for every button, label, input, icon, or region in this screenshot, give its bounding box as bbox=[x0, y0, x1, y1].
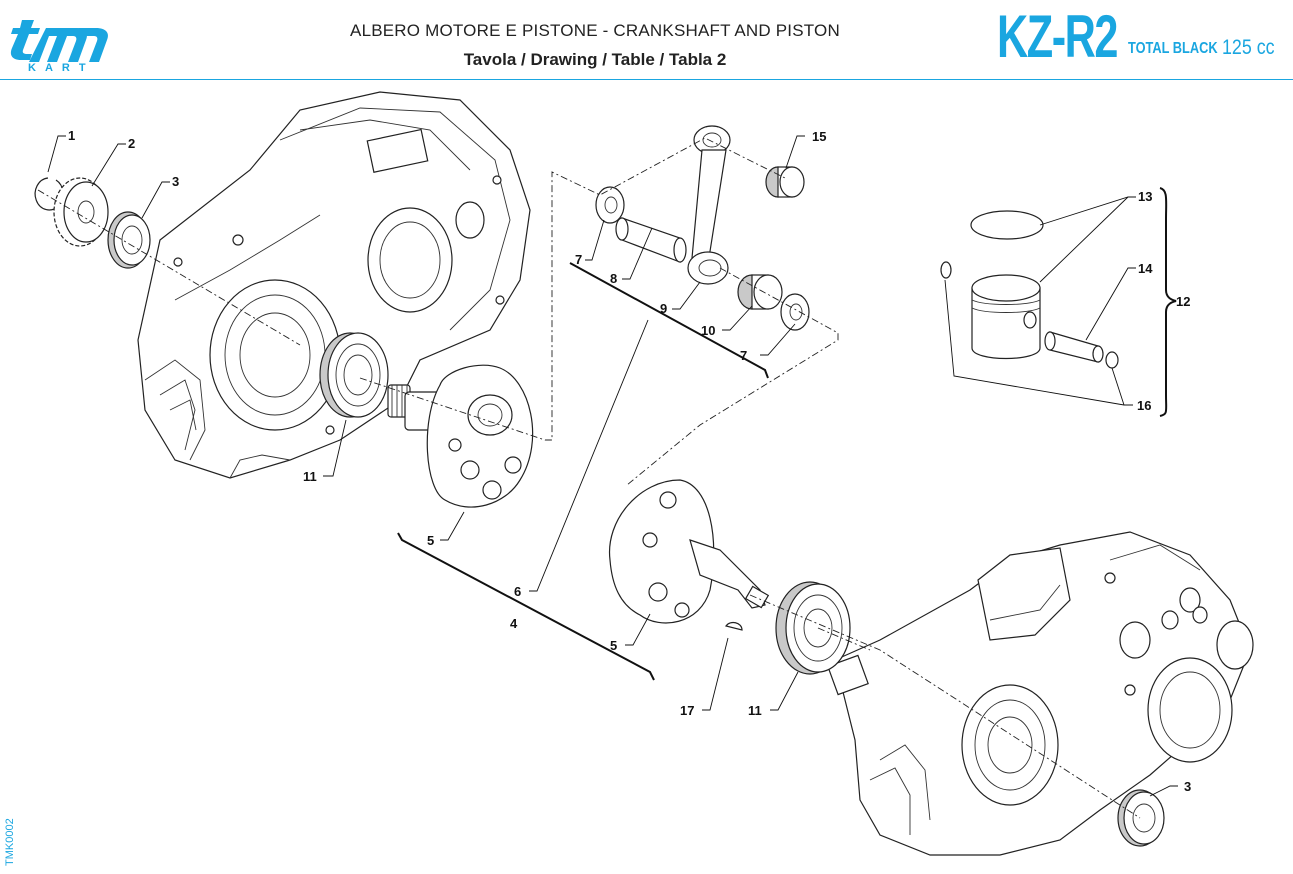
assembly-brackets bbox=[397, 187, 1177, 681]
callout-5-lower: 5 bbox=[610, 638, 617, 653]
part-pin-circlip-a bbox=[940, 261, 952, 279]
callout-14: 14 bbox=[1138, 261, 1153, 276]
callout-6: 6 bbox=[514, 584, 521, 599]
part-pin-circlip-b bbox=[1105, 351, 1119, 369]
callout-10: 10 bbox=[701, 323, 715, 338]
part-thrust-washer-right bbox=[780, 293, 810, 331]
callout-3-right: 3 bbox=[1184, 779, 1191, 794]
callout-11-lower: 11 bbox=[748, 703, 762, 718]
drawing-code: TMK0002 bbox=[4, 818, 16, 866]
model-displacement: 125 cc bbox=[1222, 36, 1275, 59]
callout-labels: 1 2 3 3 4 5 5 6 7 7 8 9 10 11 11 12 13 1… bbox=[68, 128, 1191, 794]
part-main-bearing-left bbox=[319, 332, 389, 418]
page-header: KART ALBERO MOTORE E PISTONE - CRANKSHAF… bbox=[0, 0, 1293, 80]
part-connecting-rod bbox=[687, 125, 731, 285]
part-oil-seal-left bbox=[107, 211, 151, 269]
callout-4: 4 bbox=[510, 616, 518, 631]
callout-15: 15 bbox=[812, 129, 826, 144]
callout-7-left: 7 bbox=[575, 252, 582, 267]
callout-8: 8 bbox=[610, 271, 617, 286]
callout-16: 16 bbox=[1137, 398, 1151, 413]
part-big-end-bearing bbox=[737, 274, 783, 310]
assembly-axis-lines bbox=[37, 137, 1141, 819]
part-oil-seal-right bbox=[1117, 789, 1165, 847]
header-rule bbox=[0, 79, 1293, 80]
exploded-parts-diagram: 1 2 3 3 4 5 5 6 7 7 8 9 10 11 11 12 13 1… bbox=[34, 91, 1254, 856]
logo-subtitle: KART bbox=[28, 62, 95, 74]
callout-leaders bbox=[47, 135, 1178, 797]
callout-11-upper: 11 bbox=[303, 469, 317, 484]
part-piston-pin bbox=[1044, 331, 1104, 363]
callout-5-upper: 5 bbox=[427, 533, 434, 548]
callout-7-right: 7 bbox=[740, 348, 747, 363]
part-piston bbox=[971, 274, 1041, 360]
callout-17: 17 bbox=[680, 703, 694, 718]
part-woodruff-key bbox=[725, 621, 743, 631]
callout-13: 13 bbox=[1138, 189, 1152, 204]
model-variant: TOTAL BLACK bbox=[1128, 40, 1218, 57]
part-piston-ring bbox=[970, 210, 1044, 240]
callout-1: 1 bbox=[68, 128, 75, 143]
callout-12: 12 bbox=[1176, 294, 1190, 309]
part-half-crankshaft-upper bbox=[387, 364, 534, 508]
part-small-end-bearing bbox=[765, 166, 805, 198]
model-name: KZ-R2 bbox=[997, 3, 1118, 70]
callout-9: 9 bbox=[660, 301, 667, 316]
part-main-bearing-right bbox=[775, 581, 851, 675]
part-primary-gear bbox=[53, 177, 109, 247]
left-crankcase bbox=[137, 91, 531, 479]
drawing-title: ALBERO MOTORE E PISTONE - CRANKSHAFT AND… bbox=[350, 21, 840, 40]
part-thrust-washer-left bbox=[595, 186, 625, 224]
callout-3-left: 3 bbox=[172, 174, 179, 189]
part-half-crankshaft-lower bbox=[608, 479, 770, 624]
part-crank-pin bbox=[615, 217, 687, 263]
drawing-table-number: Tavola / Drawing / Table / Tabla 2 bbox=[463, 50, 727, 69]
right-crankcase bbox=[827, 531, 1254, 856]
tm-kart-logo bbox=[10, 20, 108, 62]
callout-2: 2 bbox=[128, 136, 135, 151]
